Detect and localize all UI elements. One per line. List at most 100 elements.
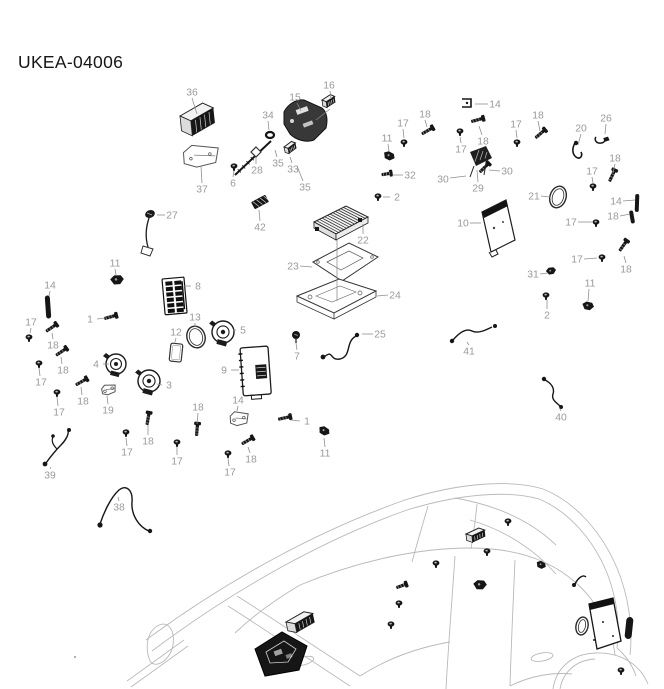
bolt-1	[104, 311, 119, 320]
part-number-label: 28	[251, 166, 263, 177]
part-number-label: 34	[262, 111, 274, 122]
ring-13	[186, 325, 206, 349]
part-number-label: 18	[57, 366, 69, 377]
part-number-label: 1	[87, 315, 93, 326]
screw-2	[374, 193, 382, 201]
part-number-label: 27	[166, 211, 178, 222]
leader-line	[515, 129, 518, 139]
side-mirror	[146, 623, 174, 665]
part-number-label: 17	[171, 457, 183, 468]
plate-12	[168, 342, 184, 363]
cable-41	[449, 324, 497, 344]
screw-17	[35, 360, 43, 368]
bolt-18	[45, 320, 60, 333]
part-number-label: 2	[394, 193, 400, 204]
part-number-label: 40	[555, 413, 567, 424]
ring-21	[548, 185, 568, 209]
part-number-label: 17	[455, 145, 467, 156]
bolt-18	[471, 114, 486, 123]
part-number-label: 17	[224, 468, 236, 479]
screw-2	[542, 292, 550, 300]
leader-line	[232, 170, 235, 178]
horn-4	[103, 353, 127, 378]
part-number-label: 18	[607, 212, 619, 223]
part-number-label: 24	[389, 291, 401, 302]
leader-line	[114, 268, 117, 276]
car-relay	[464, 527, 487, 544]
car-screw	[432, 560, 440, 568]
leader-line	[289, 156, 293, 164]
part-number-label: 18	[245, 455, 257, 466]
relay-36	[178, 102, 215, 137]
link-line-16	[315, 108, 331, 121]
car-screw	[483, 548, 491, 556]
leader-line	[387, 143, 390, 152]
part-number-label: 9	[221, 366, 227, 377]
screw-17	[25, 334, 33, 342]
part-number-label: 25	[374, 330, 386, 341]
leader-line	[466, 341, 470, 346]
part-number-label: 19	[102, 406, 114, 417]
part-number-label: 33	[287, 165, 299, 176]
part-number-label: 17	[35, 378, 47, 389]
bracket-15	[283, 99, 328, 142]
part-number-label: 32	[404, 171, 416, 182]
car-screw	[387, 621, 395, 629]
leader-line	[267, 120, 270, 131]
screw-17	[456, 128, 464, 136]
leader-line	[96, 317, 106, 320]
car-ring	[575, 616, 589, 636]
leader-line	[604, 123, 607, 135]
car-ecu	[588, 597, 622, 650]
bolt-18	[618, 237, 631, 252]
sensor-11	[110, 275, 124, 285]
screw-17	[122, 429, 130, 437]
leader-line	[29, 327, 32, 334]
part-number-label: 14	[232, 396, 244, 407]
horn-5	[209, 320, 235, 347]
car-screw	[504, 518, 512, 526]
part-number-label: 42	[254, 223, 266, 234]
leader-line	[191, 97, 198, 115]
leader-line	[376, 294, 389, 297]
leader-line	[227, 457, 230, 467]
part-glyphs	[25, 94, 640, 677]
bracket-14	[229, 411, 249, 427]
leader-line	[125, 437, 128, 447]
car-bolt	[396, 580, 409, 589]
part-number-label: 18	[419, 110, 431, 121]
leader-line	[402, 128, 405, 139]
part-number-label: 13	[189, 313, 201, 324]
part-number-label: 18	[609, 154, 621, 165]
bracket-19	[101, 384, 116, 396]
antenna-27	[140, 210, 155, 257]
part-number-label: 21	[528, 192, 540, 203]
leader-line	[329, 90, 332, 100]
part-number-label: 31	[527, 270, 539, 281]
leader-line	[449, 175, 467, 179]
leader-line	[612, 163, 616, 174]
leader-line	[424, 119, 428, 128]
part-number-label: 10	[457, 219, 469, 230]
part-number-label: 37	[196, 185, 208, 196]
cable-40	[541, 376, 563, 409]
connector-42	[251, 195, 270, 209]
part-number-label: 4	[93, 360, 99, 371]
car-clip	[473, 580, 487, 590]
part-number-label: 18	[192, 403, 204, 414]
amplifier-22	[312, 205, 370, 241]
part-number-label: 39	[44, 471, 56, 482]
part-number-label: 14	[610, 197, 622, 208]
abs-sensor-39	[42, 428, 71, 467]
part-number-label: 29	[472, 184, 484, 195]
leader-line	[56, 396, 59, 407]
sensor-11	[582, 301, 594, 311]
nut-28	[250, 146, 262, 158]
leader-line	[558, 406, 562, 412]
sensor-7	[292, 331, 300, 343]
leader-line	[247, 446, 251, 454]
cable-25	[320, 332, 360, 360]
ecu-10	[481, 199, 516, 258]
part-number-label: 18	[620, 265, 632, 276]
